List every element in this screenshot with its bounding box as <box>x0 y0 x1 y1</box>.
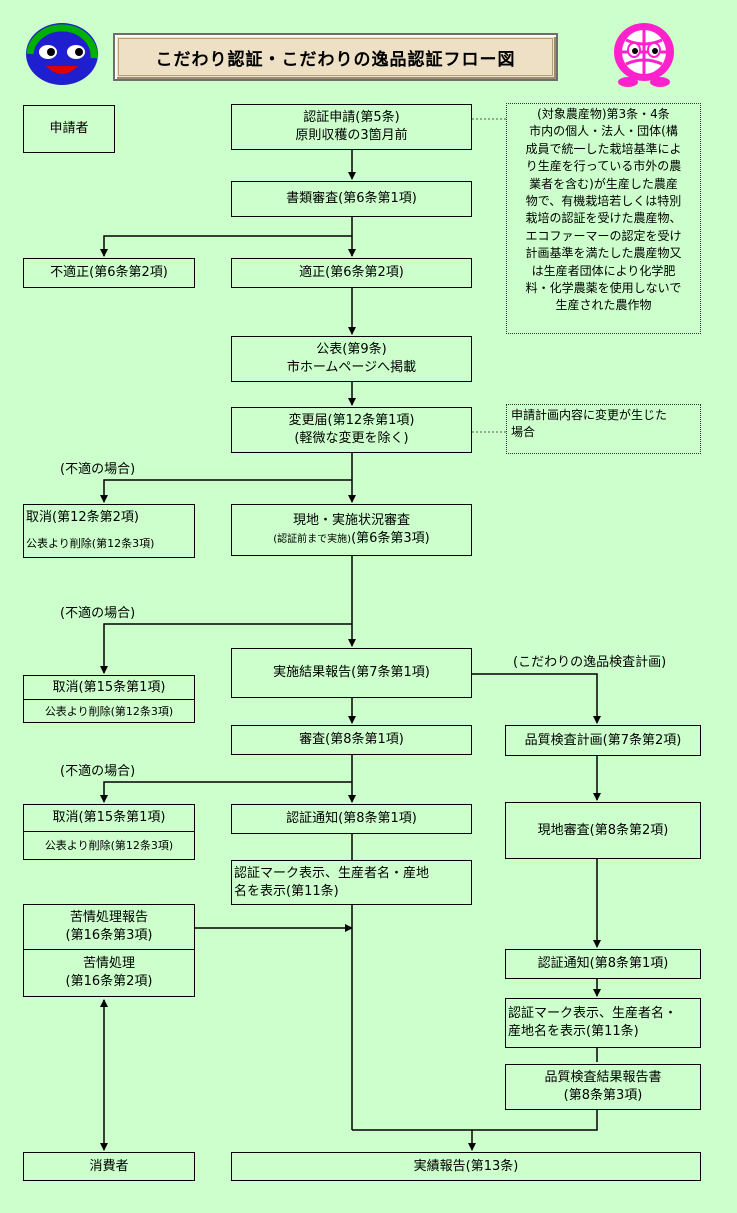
cancel-box-1: 取消(第12条第2項) 公表より削除(第12条3項) <box>23 504 195 558</box>
mark-display-box: 認証マーク表示、生産者名・産地 名を表示(第11条) <box>231 860 472 905</box>
not-fit-label-1: (不適の場合) <box>60 462 136 477</box>
cert-notice-2-box: 認証通知(第8条第1項) <box>505 949 701 979</box>
quality-report-title: 品質検査結果報告書 <box>544 1070 662 1085</box>
onsite-review-label: 現地審査(第8条第2項) <box>537 822 669 838</box>
quality-plan-heading: (こだわりの逸品検査計画) <box>513 655 667 670</box>
field-review-box: 現地・実施状況審査 (認証前まで実施)(第6条第3項) <box>231 504 472 556</box>
application-box: 認証申請(第5条) 原則収穫の3箇月前 <box>231 104 472 150</box>
note-line: 料・化学農薬を使用しないで <box>525 281 682 296</box>
note-line: 成員で統一した栽培基準によ <box>525 141 682 156</box>
note-line: エコファーマーの認定を受け <box>525 228 682 243</box>
cancel-3-detail: 公表より削除(第12条3項) <box>44 839 174 852</box>
note-line: 生産された農作物 <box>555 298 652 313</box>
not-fit-label-3: (不適の場合) <box>60 764 136 779</box>
note-line: 場合 <box>511 425 536 440</box>
field-review-title: 現地・実施状況審査 <box>292 512 410 528</box>
document-review-box: 書類審査(第6条第1項) <box>231 181 472 217</box>
document-review-label: 書類審査(第6条第1項) <box>286 191 417 206</box>
field-review-article: (第6条第3項) <box>351 530 430 546</box>
note-line: 業者を含む)が生産した農産 <box>529 176 678 191</box>
complaint-report-article: (第16条第3項) <box>65 927 153 943</box>
cancel-1-title: 取消(第12条第2項) <box>26 510 139 525</box>
application-title: 認証申請(第5条) <box>303 110 400 125</box>
note-line: 計画基準を満たした農産物又 <box>525 246 682 261</box>
complaint-handling-article: (第16条第2項) <box>65 973 153 989</box>
quality-report-box: 品質検査結果報告書 (第8条第3項) <box>505 1064 701 1110</box>
mark-display-2-box: 認証マーク表示、生産者名・ 産地名を表示(第11条) <box>505 998 701 1048</box>
note-line: 栽培の認証を受けた農産物、 <box>525 211 682 226</box>
right-mascot-logo <box>614 23 674 87</box>
cancel-2-title: 取消(第15条第1項) <box>24 676 194 700</box>
applicant-label: 申請者 <box>49 121 89 136</box>
quality-plan-box: 品質検査計画(第7条第2項) <box>505 725 701 756</box>
fit-label: 適正(第6条第2項) <box>299 265 404 280</box>
not-fit-label-2: (不適の場合) <box>60 606 136 621</box>
mark-display-2-line1: 認証マーク表示、生産者名・ <box>508 1006 678 1021</box>
publish-title: 公表(第9条) <box>316 342 387 357</box>
field-review-note: (認証前まで実施) <box>273 533 352 545</box>
quality-report-article: (第8条第3項) <box>563 1088 643 1103</box>
application-timing: 原則収穫の3箇月前 <box>295 128 408 143</box>
unfit-label: 不適正(第6条第2項) <box>50 265 168 280</box>
change-notice-title: 変更届(第12条第1項) <box>288 413 415 428</box>
change-notice-box: 変更届(第12条第1項) (軽微な変更を除く) <box>231 407 472 453</box>
cert-notice-label: 認証通知(第8条第1項) <box>286 811 417 826</box>
review-box: 審査(第8条第1項) <box>231 725 472 755</box>
mark-display-line1: 認証マーク表示、生産者名・産地 <box>234 865 430 881</box>
fit-box: 適正(第6条第2項) <box>231 258 472 288</box>
cert-notice-box: 認証通知(第8条第1項) <box>231 804 472 834</box>
consumer-label: 消費者 <box>89 1158 129 1174</box>
page-title: こだわり認証・こだわりの逸品認証フロー図 <box>113 33 558 81</box>
cancel-2-detail: 公表より削除(第12条3項) <box>44 705 174 718</box>
mark-display-2-line2: 産地名を表示(第11条) <box>508 1024 639 1039</box>
result-report-label: 実施結果報告(第7条第1項) <box>273 665 430 680</box>
note-line: 申請計画内容に変更が生じた <box>511 408 668 422</box>
note-line: は生産者団体により化学肥 <box>531 263 676 278</box>
note-line: (対象農産物)第3条・4条 <box>537 107 670 121</box>
publish-detail: 市ホームページへ掲載 <box>286 360 417 375</box>
change-condition-note: 申請計画内容に変更が生じた 場合 <box>506 404 701 454</box>
publish-box: 公表(第9条) 市ホームページへ掲載 <box>231 336 472 382</box>
complaint-box: 苦情処理報告 (第16条第3項) 苦情処理 (第16条第2項) <box>23 904 195 997</box>
result-report-box: 実施結果報告(第7条第1項) <box>231 648 472 698</box>
onsite-review-box: 現地審査(第8条第2項) <box>505 802 701 859</box>
cancel-3-title: 取消(第15条第1項) <box>24 805 194 832</box>
cancel-box-2: 取消(第15条第1項) 公表より削除(第12条3項) <box>23 675 195 723</box>
consumer-box: 消費者 <box>23 1152 195 1181</box>
left-mascot-logo <box>26 23 98 85</box>
cert-notice-2-label: 認証通知(第8条第1項) <box>537 956 669 971</box>
cancel-1-detail: 公表より削除(第12条3項) <box>26 537 155 550</box>
review-label: 審査(第8条第1項) <box>299 732 404 747</box>
complaint-handling-title: 苦情処理 <box>82 955 135 971</box>
target-products-note: (対象農産物)第3条・4条 市内の個人・法人・団体(構 成員で統一した栽培基準に… <box>506 103 701 334</box>
mark-display-line2: 名を表示(第11条) <box>234 883 339 899</box>
note-line: 物で、有機栽培若しくは特別 <box>525 194 682 209</box>
change-notice-detail: (軽微な変更を除く) <box>294 431 409 446</box>
cancel-box-3: 取消(第15条第1項) 公表より削除(第12条3項) <box>23 804 195 860</box>
complaint-report-title: 苦情処理報告 <box>69 909 148 925</box>
note-line: 市内の個人・法人・団体(構 <box>529 124 678 139</box>
results-report-box: 実績報告(第13条) <box>231 1152 701 1181</box>
results-report-label: 実績報告(第13条) <box>413 1158 519 1174</box>
quality-plan-label: 品質検査計画(第7条第2項) <box>524 732 682 748</box>
unfit-box: 不適正(第6条第2項) <box>23 258 195 288</box>
note-line: り生産を行っている市外の農 <box>525 159 682 174</box>
applicant-box: 申請者 <box>23 105 115 153</box>
